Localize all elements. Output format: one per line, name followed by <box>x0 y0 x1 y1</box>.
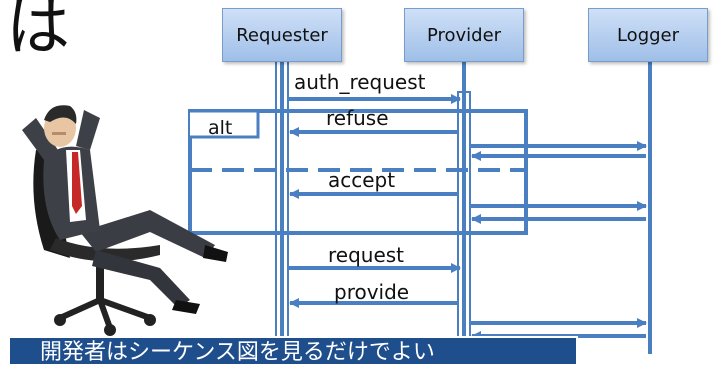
caption-text: 開発者はシーケンス図を見るだけでよい <box>40 340 435 365</box>
caption-bar: 開発者はシーケンス図を見るだけでよい <box>8 336 578 366</box>
auth-request-label: auth_request <box>294 70 426 94</box>
provider-label: Provider <box>426 24 502 46</box>
requester-label: Requester <box>236 24 328 46</box>
provider-activation <box>457 91 471 354</box>
provider-box: Provider <box>404 8 524 62</box>
alt-operator-tab <box>190 109 260 139</box>
refuse-label: refuse <box>326 106 389 130</box>
logger-box: Logger <box>588 8 708 62</box>
logger-label: Logger <box>616 24 680 46</box>
alt-operator-label: alt <box>208 117 233 139</box>
accept-label: accept <box>328 168 396 192</box>
requester-box: Requester <box>222 8 342 62</box>
request-label: request <box>328 243 405 267</box>
heading-character: は <box>6 0 70 65</box>
provide-label: provide <box>334 280 410 304</box>
relaxed-businessman-illustration <box>22 105 228 336</box>
